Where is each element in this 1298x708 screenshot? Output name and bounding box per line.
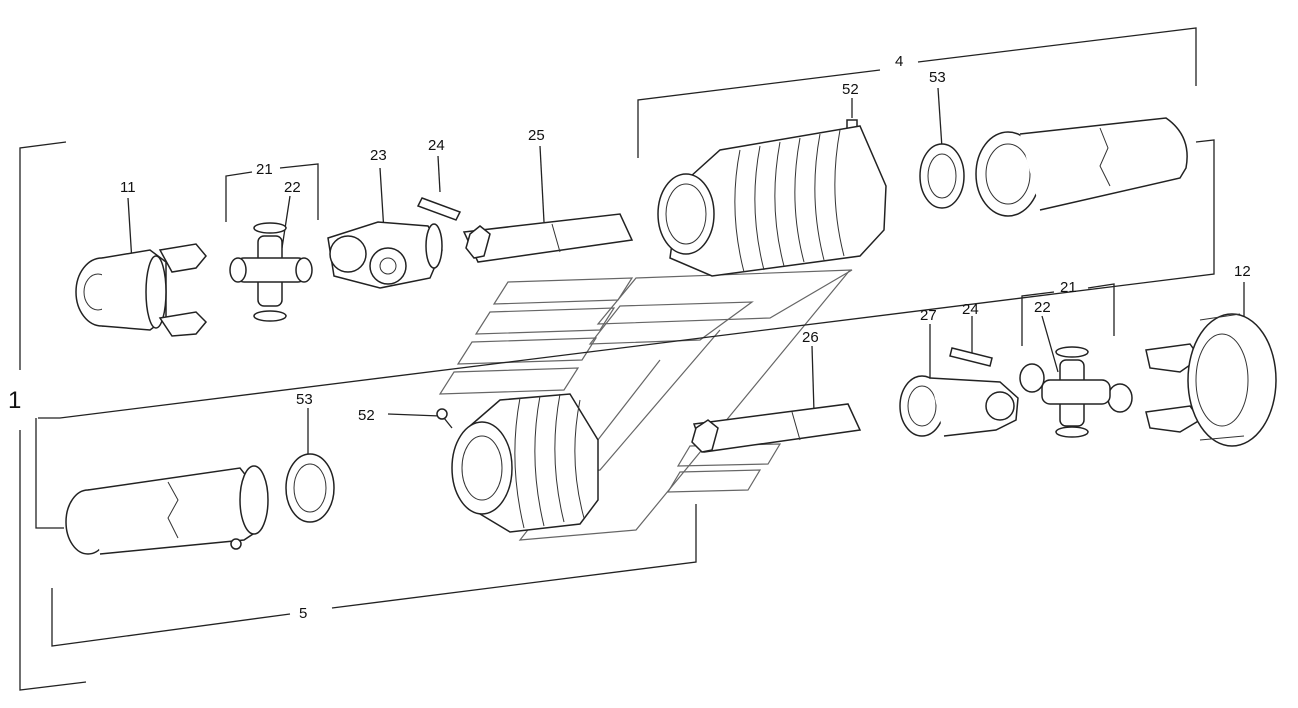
part-24-pin-top	[416, 197, 462, 221]
part-53-bearing-ring-bottom	[285, 453, 335, 523]
label-24-top: 24	[428, 137, 445, 154]
label-11: 11	[120, 179, 136, 196]
part-11-yoke-quick-release	[75, 243, 208, 337]
part-guard-cone-top	[657, 125, 887, 277]
label-22-top: 22	[284, 179, 301, 196]
label-22-bottom: 22	[1034, 299, 1051, 316]
part-12-yoke-lock	[1145, 313, 1277, 447]
label-12: 12	[1234, 263, 1251, 280]
label-25: 25	[528, 127, 545, 144]
part-27-inner-yoke	[899, 375, 1019, 437]
part-53-bearing-ring-top	[919, 143, 965, 209]
label-24-bottom: 24	[962, 301, 979, 318]
part-labels: 1 4 5 11 12 21 21 22 22 23 24 24 25 26 2…	[8, 53, 1251, 622]
bracket-1	[19, 141, 87, 691]
label-52-top: 52	[842, 81, 859, 98]
part-guard-tube-top	[975, 117, 1188, 217]
part-52-screw-bottom	[436, 408, 453, 429]
leader-lines	[127, 87, 1245, 466]
part-24-pin-bottom	[949, 347, 993, 367]
bracket-4	[38, 27, 1215, 419]
part-guard-cone-bottom	[451, 393, 599, 533]
label-4: 4	[895, 53, 903, 70]
label-52-bottom: 52	[358, 407, 375, 424]
label-53-top: 53	[929, 69, 946, 86]
label-5: 5	[299, 605, 307, 622]
bracket-5	[35, 418, 697, 647]
label-21-top: 21	[256, 161, 273, 178]
part-22-cross-journal-top	[229, 222, 313, 322]
label-27: 27	[920, 307, 937, 324]
part-guard-tube-bottom	[65, 465, 269, 555]
label-53-bottom: 53	[296, 391, 313, 408]
label-1: 1	[8, 387, 21, 414]
part-23-flange-yoke	[327, 221, 443, 289]
label-23: 23	[370, 147, 387, 164]
part-22-cross-journal-bottom	[1019, 346, 1133, 438]
part-25-inner-profile-tube	[462, 213, 634, 263]
bracket-21-top	[225, 163, 319, 222]
label-26: 26	[802, 329, 819, 346]
bracket-21-bottom	[1021, 283, 1115, 346]
label-21-bottom: 21	[1060, 279, 1077, 296]
part-26-outer-profile-tube	[691, 403, 862, 453]
